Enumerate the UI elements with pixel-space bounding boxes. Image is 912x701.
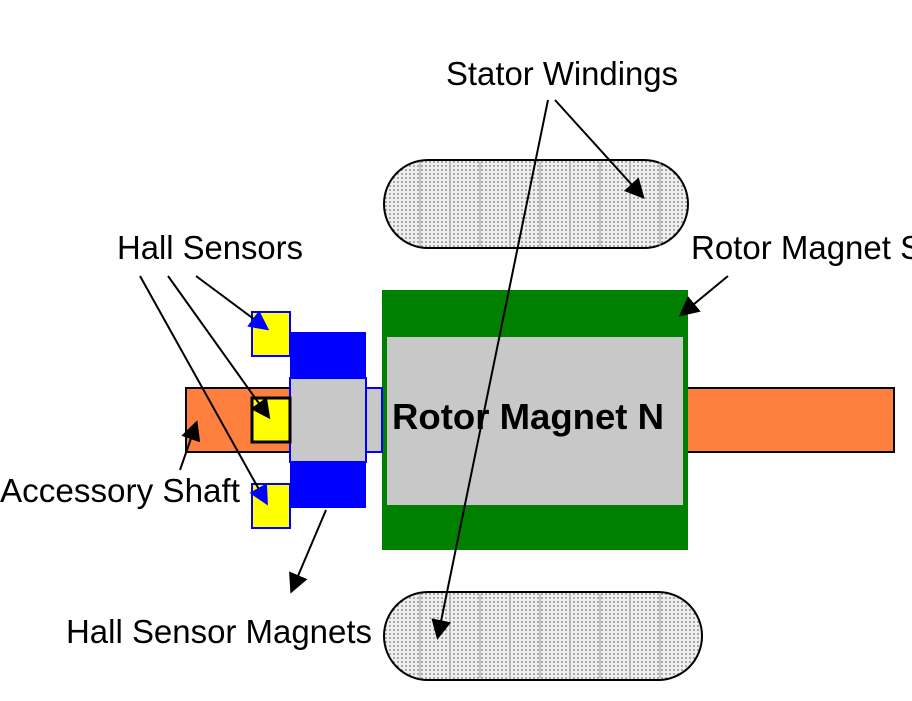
stator-windings-label: Stator Windings [446,55,678,92]
stator-winding-bottom [383,591,703,681]
hall-sensor-top [251,311,291,357]
stator-arrow-top [554,99,645,199]
hall-sensor-middle [250,396,292,444]
rotor-magnet-s-label: Rotor Magnet S [691,229,912,266]
rotor-magnet-n [385,335,685,507]
rotor-magnet-n-label: Rotor Magnet N [392,396,664,437]
hall-sensor-magnets [289,332,383,508]
callout-arrows [139,99,729,640]
hall-sensor-arrow-2 [167,275,271,420]
hall-sensors-label: Hall Sensors [117,229,303,266]
hall-magnet-arrow [289,509,327,594]
hall-sensor-bottom [251,483,291,529]
stator-winding-top [383,159,689,249]
stator-arrow-bottom [431,99,549,640]
rotor-s-arrow [678,275,729,317]
hall-sensor-arrow-1 [195,275,270,331]
hall-sensors [250,311,292,529]
hall-sensor-arrow-3 [139,275,268,506]
shaft-arrow [179,420,201,471]
accessory-shaft-label: Accessory Shaft [0,472,240,509]
hall-sensor-magnets-label: Hall Sensor Magnets [66,613,372,650]
